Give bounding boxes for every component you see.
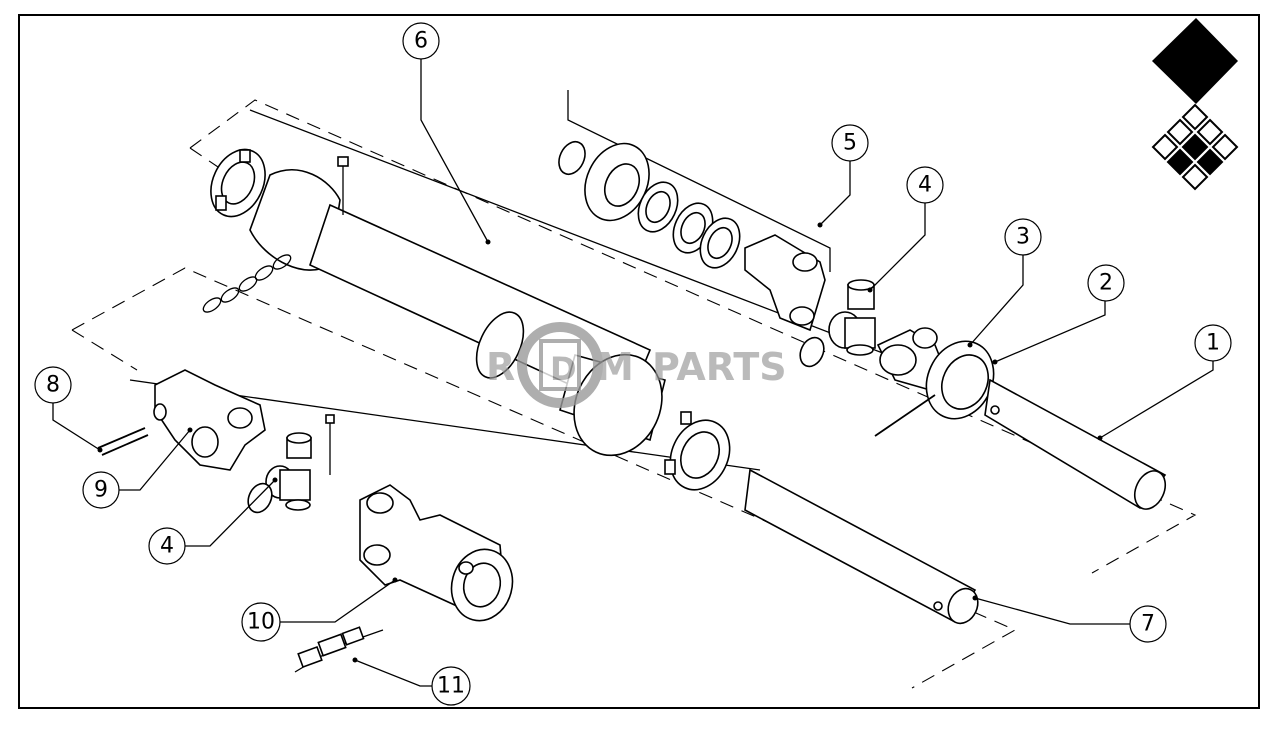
watermark-parts: PARTS xyxy=(652,345,787,389)
callout-9: 9 xyxy=(82,471,120,509)
callout-label: 9 xyxy=(94,478,108,503)
lower-cross-joint xyxy=(247,414,335,514)
bracket-group-5 xyxy=(567,90,831,272)
inner-profile-tube xyxy=(744,468,979,625)
axis-line-upper xyxy=(249,109,1006,401)
callout-4-upper: 4 xyxy=(906,166,944,204)
callout-8: 8 xyxy=(34,366,72,404)
callout-label: 10 xyxy=(247,610,275,635)
callout-label: 5 xyxy=(843,131,857,156)
callout-label: 6 xyxy=(414,29,428,54)
watermark-r: R xyxy=(486,345,515,389)
callout-label: 4 xyxy=(918,173,932,198)
callout-1: 1 xyxy=(1194,324,1232,362)
callout-7: 7 xyxy=(1129,605,1167,643)
callout-10: 10 xyxy=(241,602,281,642)
callout-11: 11 xyxy=(431,666,471,706)
diamond-logo xyxy=(1151,18,1239,191)
lower-yoke-upper-assembly xyxy=(874,327,995,437)
callout-label: 2 xyxy=(1099,271,1113,296)
watermark: R D M PARTS xyxy=(486,322,787,408)
callout-label: 1 xyxy=(1206,331,1220,356)
assembly-envelope-upper xyxy=(189,99,1197,574)
callout-label: 7 xyxy=(1141,612,1155,637)
callout-3: 3 xyxy=(1004,218,1042,256)
callout-5: 5 xyxy=(831,124,869,162)
callout-label: 3 xyxy=(1016,225,1030,250)
watermark-m: M xyxy=(596,345,634,389)
callout-label: 11 xyxy=(437,674,465,699)
leader-dots xyxy=(97,222,1103,663)
callout-6: 6 xyxy=(402,22,440,60)
lock-pin xyxy=(294,626,384,673)
callout-2: 2 xyxy=(1087,264,1125,302)
upper-cross-joint xyxy=(799,279,876,368)
leader-lines xyxy=(52,58,1214,687)
pin xyxy=(97,427,149,456)
upper-yoke xyxy=(744,234,826,332)
tractor-yoke xyxy=(153,369,266,471)
outer-profile-tube xyxy=(984,378,1167,510)
callout-4-lower: 4 xyxy=(148,527,186,565)
bearing-set xyxy=(558,140,741,269)
callout-label: 4 xyxy=(160,534,174,559)
watermark-d: D xyxy=(550,350,577,388)
callout-label: 8 xyxy=(46,373,60,398)
